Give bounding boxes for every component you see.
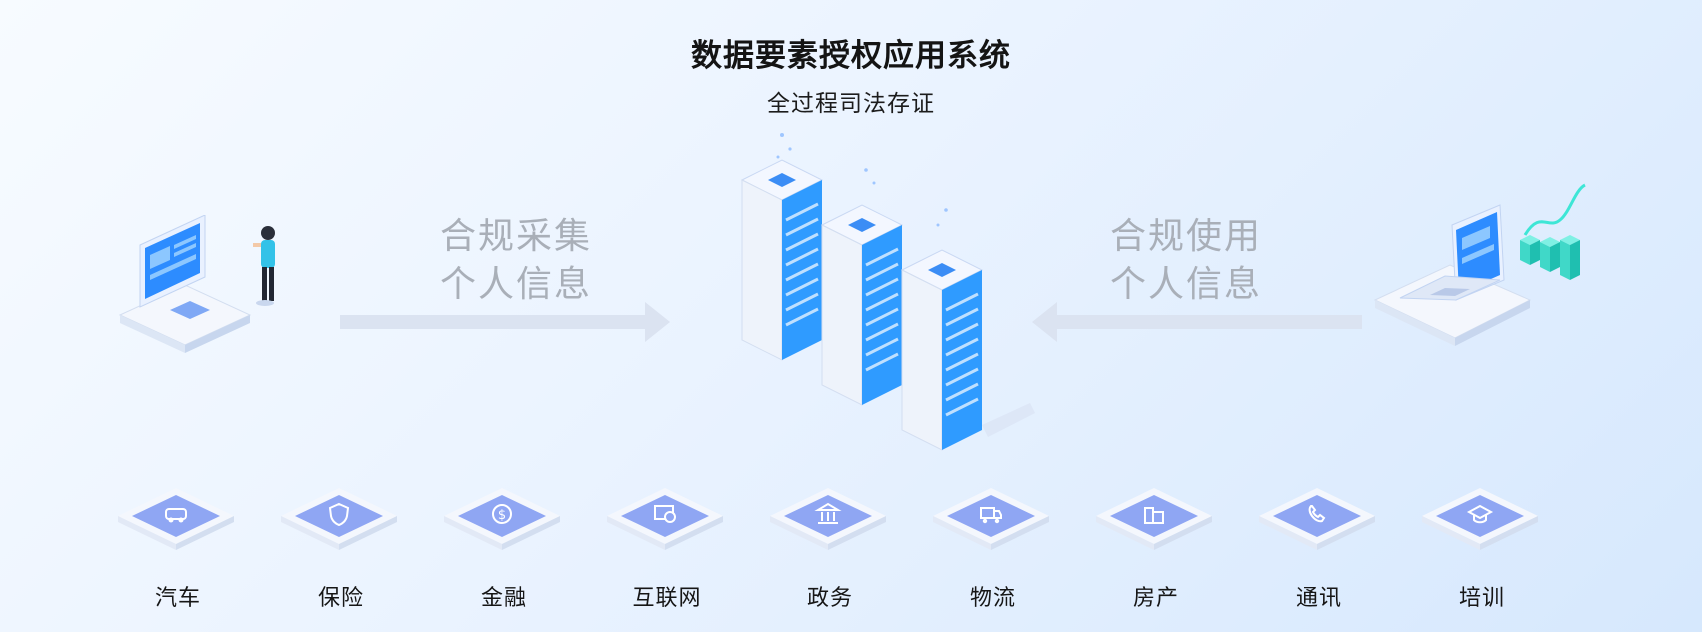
flow-collect-line2: 个人信息 — [440, 264, 593, 305]
flow-use-line2: 个人信息 — [1110, 264, 1263, 305]
telephone-icon — [1308, 505, 1326, 523]
industry-label-insurance: 保险 — [317, 586, 364, 611]
arrow-right-icon — [340, 302, 670, 342]
industry-label-telecom: 通讯 — [1295, 586, 1342, 611]
industry-label-realestate: 房产 — [1132, 586, 1179, 611]
diagram-subtitle: 全过程司法存证 — [767, 91, 935, 117]
industry-label-training: 培训 — [1458, 586, 1505, 611]
delivery-truck-icon — [980, 507, 1002, 524]
diagram-title: 数据要素授权应用系统 — [691, 38, 1011, 74]
server-racks-illustration — [740, 133, 1035, 451]
svg-text:$: $ — [498, 508, 506, 523]
flow-label-use: 合规使用 个人信息 — [1110, 213, 1262, 309]
laptop-analytics-illustration — [1373, 183, 1586, 346]
user-desktop-illustration — [118, 215, 275, 353]
industry-item-finance: $ 金融 — [436, 478, 586, 611]
industry-label-government: 政务 — [806, 586, 853, 611]
buildings-icon — [1144, 507, 1164, 524]
arrow-left-icon — [1032, 302, 1362, 342]
industry-label-finance: 金融 — [480, 586, 527, 611]
flow-label-collect: 合规采集 个人信息 — [440, 213, 592, 309]
industry-item-logistics: 物流 — [925, 478, 1075, 611]
industry-item-insurance: 保险 — [273, 478, 423, 611]
industry-item-training: 培训 — [1414, 478, 1564, 611]
graduation-cap-icon — [1466, 504, 1494, 524]
industry-item-car: 汽车 — [110, 478, 260, 611]
insurance-shield-icon — [328, 502, 350, 527]
dollar-coin-icon: $ — [492, 504, 512, 524]
industry-item-telecom: 通讯 — [1251, 478, 1401, 611]
industry-label-internet: 互联网 — [632, 586, 702, 611]
industry-item-internet: 互联网 — [599, 478, 749, 611]
industry-item-government: 政务 — [762, 478, 912, 611]
car-icon — [165, 508, 187, 523]
flow-collect-line1: 合规采集 — [440, 216, 593, 257]
government-building-icon — [814, 502, 842, 524]
industry-label-car: 汽车 — [154, 586, 201, 611]
industry-label-logistics: 物流 — [969, 586, 1016, 611]
globe-monitor-icon — [654, 505, 676, 523]
industry-item-realestate: 房产 — [1088, 478, 1238, 611]
flow-use-line1: 合规使用 — [1110, 216, 1263, 257]
